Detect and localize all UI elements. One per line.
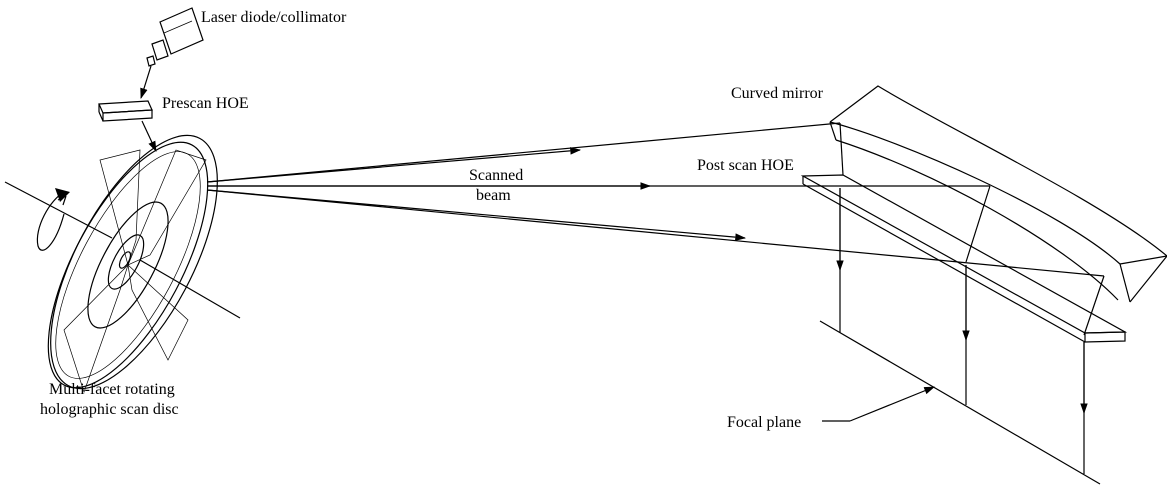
curved-mirror bbox=[829, 85, 1167, 303]
rotation-arrow-icon bbox=[36, 188, 70, 251]
scanned-beam-label-line2: beam bbox=[476, 187, 511, 204]
disc-label-line1: Multi-facet rotating bbox=[49, 381, 175, 398]
prescan-beam bbox=[141, 120, 157, 152]
reflected-rays bbox=[839, 122, 1105, 336]
post-scan-hoe bbox=[800, 174, 1128, 343]
holographic-scan-disc bbox=[47, 134, 218, 394]
focal-beams bbox=[836, 188, 1088, 474]
scanned-beam-label-line1: Scanned bbox=[469, 167, 523, 184]
prescan-hoe bbox=[98, 100, 153, 122]
focal-plane-pointer bbox=[822, 386, 936, 422]
curved-mirror-label: Curved mirror bbox=[731, 85, 824, 102]
focal-plane-line bbox=[819, 320, 1101, 485]
focal-plane-label: Focal plane bbox=[727, 414, 801, 431]
scanned-beams bbox=[206, 122, 1105, 277]
disc-label-line2: holographic scan disc bbox=[40, 401, 179, 418]
prescan-label: Prescan HOE bbox=[162, 95, 249, 112]
laser-label: Laser diode/collimator bbox=[201, 9, 347, 26]
laser-diode-collimator bbox=[146, 7, 204, 67]
post-scan-hoe-label: Post scan HOE bbox=[697, 157, 794, 174]
laser-beam bbox=[140, 65, 152, 100]
